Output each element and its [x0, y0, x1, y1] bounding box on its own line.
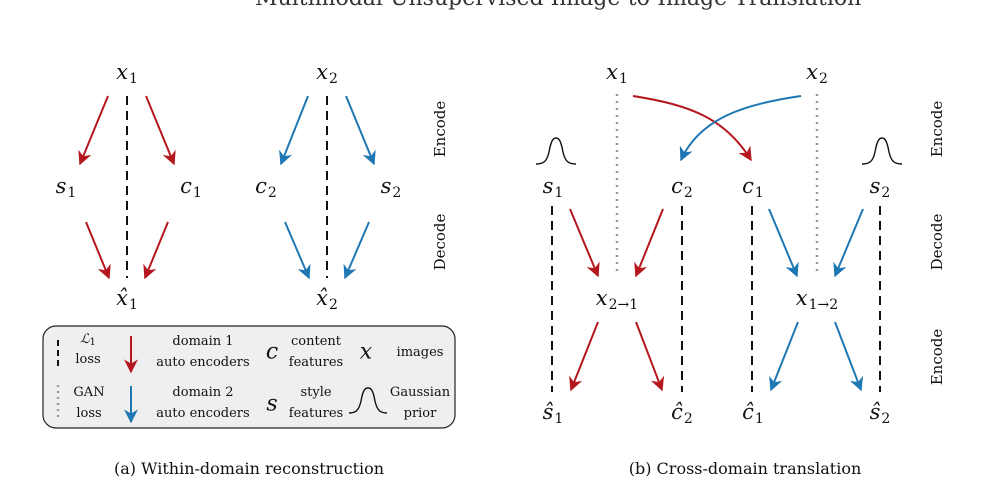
node-c1: c1 — [180, 174, 202, 201]
node-b-s2: s2 — [869, 174, 891, 201]
node-b-x1: x1 — [606, 60, 628, 87]
panel-a-graph — [78, 95, 376, 280]
arrow-x1-to-s1 — [78, 95, 109, 166]
panel-b-decode-label: Decode — [928, 213, 946, 271]
node-x1-hat: x̂1 — [116, 286, 138, 313]
gaussian-prior-s2-icon — [861, 137, 903, 165]
node-b-x2: x2 — [806, 60, 828, 87]
arrow-x2-to-s2 — [345, 95, 376, 166]
arrow-x1-to-c1 — [632, 95, 752, 162]
arrow-x12-to-c1hat — [769, 321, 799, 392]
page-header-text: Multimodal Unsupervised Image-to-Image T… — [255, 0, 861, 11]
legend-l1-symbol: ℒ1 — [80, 332, 96, 348]
panel-a-caption: (a) Within-domain reconstruction — [113, 459, 385, 478]
panel-b-encode-top-label: Encode — [928, 100, 946, 158]
node-b-c2: c2 — [671, 174, 693, 201]
arrow-x1-to-c1 — [145, 95, 176, 166]
node-x1: x1 — [116, 60, 138, 87]
node-c2-hat: ĉ2 — [671, 400, 693, 427]
node-c2: c2 — [255, 174, 277, 201]
arrow-s1-to-x21 — [569, 208, 600, 278]
legend-c-symbol: c — [265, 339, 279, 365]
legend-l1-label: loss — [75, 352, 101, 367]
legend-x-symbol: x — [359, 339, 373, 365]
panel-b-graph — [535, 94, 903, 392]
node-c1-hat: ĉ1 — [742, 400, 764, 427]
arrow-x2-to-c2 — [679, 95, 802, 162]
arrow-c1-to-x12 — [768, 208, 799, 278]
node-x2: x2 — [316, 60, 338, 87]
arrow-s1-to-x1hat — [85, 221, 111, 280]
legend-s-symbol: s — [266, 391, 278, 417]
arrow-x12-to-s2hat — [834, 321, 864, 392]
arrow-c1-to-x1hat — [143, 221, 169, 280]
node-b-c1: c1 — [742, 174, 764, 201]
arrow-s2-to-x12 — [833, 208, 864, 278]
node-x2-hat: x̂2 — [316, 286, 338, 313]
panel-a-decode-label: Decode — [431, 213, 449, 271]
arrow-x21-to-c2hat — [635, 321, 665, 392]
node-x2-to-1: x2→1 — [595, 286, 639, 313]
node-s1-hat: ŝ1 — [542, 400, 564, 427]
panel-b-caption: (b) Cross-domain translation — [628, 459, 862, 478]
node-s2-hat: ŝ2 — [869, 400, 891, 427]
arrow-x2-to-c2 — [279, 95, 309, 166]
node-b-s1: s1 — [542, 174, 564, 201]
legend-box — [42, 325, 456, 429]
node-x1-to-2: x1→2 — [795, 286, 839, 313]
node-s1: s1 — [55, 174, 77, 201]
legend-images-label: images — [396, 345, 444, 360]
panel-b-encode-bottom-label: Encode — [928, 328, 946, 386]
legend-gaussian-icon — [348, 387, 388, 414]
arrow-x21-to-s1hat — [569, 321, 599, 392]
arrow-c2-to-x2hat — [284, 221, 311, 280]
panel-a-encode-label: Encode — [431, 100, 449, 158]
gaussian-prior-s1-icon — [535, 137, 577, 165]
node-s2: s2 — [380, 174, 402, 201]
arrow-c2-to-x21 — [634, 208, 664, 278]
arrow-s2-to-x2hat — [343, 221, 370, 280]
